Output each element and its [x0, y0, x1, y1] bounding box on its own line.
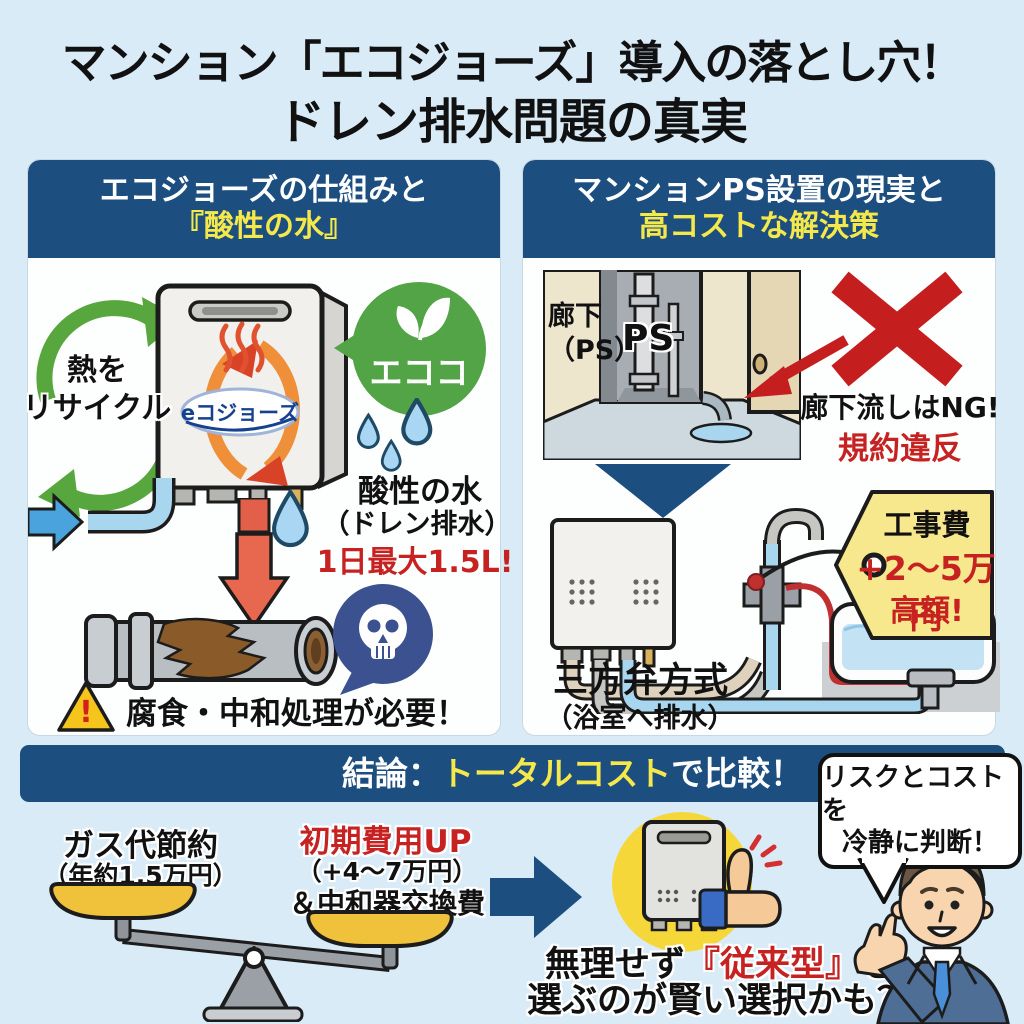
advice-line2: 選ぶのが賢い選択かも？	[526, 981, 912, 1021]
advice-highlight: 『従来型』	[684, 945, 860, 985]
eco-badge-tail	[334, 334, 356, 362]
acid-water-title: 酸性の水	[358, 474, 482, 510]
conclusion-prefix: 結論：	[341, 754, 441, 793]
right-panel-title-line1: マンションPS設置の現実と	[572, 173, 946, 208]
balance-scale-illustration	[49, 882, 454, 1022]
warning-text: 腐食・中和処理が必要！	[126, 696, 467, 732]
corridor-ps-illustration	[543, 270, 801, 460]
water-drops-icon	[356, 398, 433, 472]
advice-line1: 無理せず『従来型』を	[544, 945, 895, 985]
right-arrow-icon	[490, 856, 582, 938]
scale-right-label: 初期費用UP	[299, 824, 472, 860]
eco-leaf-icon	[396, 297, 450, 341]
ng-pointer-arrow	[744, 335, 849, 398]
drain-flow-arrow	[217, 498, 291, 630]
skull-icon	[333, 584, 433, 695]
conclusion-highlight: トータルコスト	[440, 754, 672, 793]
left-panel-title-line2: 『酸性の水』	[174, 209, 354, 244]
corridor-label: 廊下 （PS）	[548, 301, 642, 366]
price-tag-expensive: 高額!	[890, 594, 964, 629]
left-panel-title-line1: エコジョーズの仕組みと	[99, 173, 429, 208]
speech-bubble-tail	[857, 858, 909, 904]
thumbs-up-icon	[698, 834, 783, 930]
prohibited-x-icon	[831, 271, 963, 387]
speech-bubble-line2: 冷静に判断！	[841, 828, 998, 859]
acid-water-volume: 1日最大1.5L!	[316, 545, 514, 580]
price-tag	[834, 490, 994, 640]
valve-method-sub: （浴室へ排水）	[545, 703, 735, 734]
three-way-valve-illustration	[550, 507, 1000, 714]
page-subtitle: ドレン排水問題の真実	[276, 94, 748, 150]
price-tag-amount: +2〜5万円	[856, 549, 996, 636]
scale-right-sub: （+4〜7万円）	[296, 857, 478, 886]
ecojozu-heater-illustration: eコジョーズ	[155, 283, 348, 510]
water-inlet-pipe	[28, 478, 176, 552]
heat-recycle-label: 熱を リサイクル	[22, 353, 172, 426]
warning-icon: !	[57, 681, 115, 732]
page-title: マンション「エコジョーズ」導入の落とし穴！	[61, 36, 965, 89]
eco-badge: エココ	[352, 282, 486, 416]
ng-text: 廊下流しはNG!	[800, 391, 1000, 424]
conclusion-suffix: で比較！	[671, 754, 804, 793]
speech-bubble: リスクとコストを 冷静に判断！	[818, 753, 1022, 869]
corroded-pipe-illustration	[84, 612, 338, 690]
svg-text:!: !	[79, 695, 93, 730]
price-tag-title: 工事費	[883, 508, 971, 542]
water-drop-icon	[272, 488, 309, 548]
left-panel-header: エコジョーズの仕組みと 『酸性の水』	[28, 160, 500, 258]
valve-method-title: 三方弁方式	[552, 661, 728, 701]
violation-text: 規約違反	[838, 431, 962, 467]
acid-water-sub: （ドレン排水）	[322, 509, 512, 540]
scale-left-label: ガス代節約	[63, 828, 218, 864]
right-panel-header: マンションPS設置の現実と 高コストな解決策	[523, 160, 995, 258]
speech-bubble-line1: リスクとコストを	[822, 763, 1005, 826]
svg-text:eコジョーズ: eコジョーズ	[181, 401, 299, 425]
right-panel-title-line2: 高コストな解決策	[639, 209, 879, 244]
eco-badge-label: エココ	[369, 353, 469, 392]
ps-label: PS	[622, 318, 675, 359]
down-arrow-icon	[595, 464, 731, 518]
